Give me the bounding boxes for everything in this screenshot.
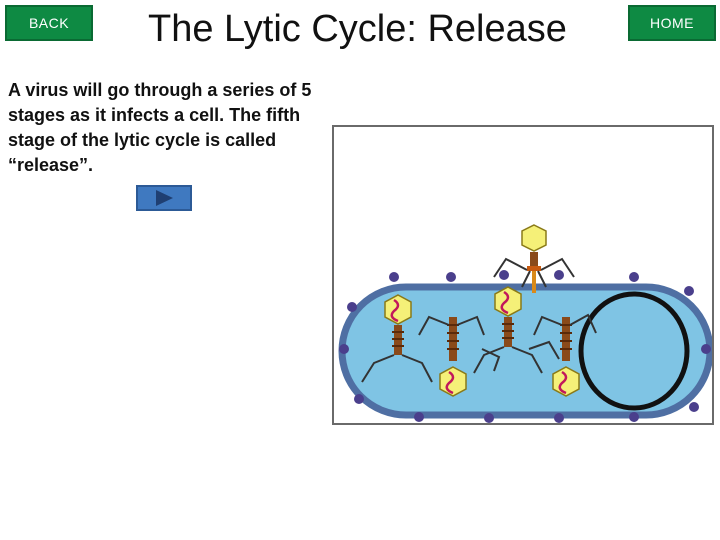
back-button[interactable]: BACK: [5, 5, 93, 41]
virus-1: [361, 294, 433, 383]
slide-title: The Lytic Cycle: Release: [148, 8, 567, 50]
membrane-proteins: [339, 270, 711, 423]
virus-3: [418, 315, 485, 397]
lytic-cycle-drawing: [338, 224, 712, 423]
play-triangle-icon: [156, 190, 173, 206]
exiting-virus: [493, 224, 575, 293]
lytic-cycle-illustration: [332, 125, 714, 425]
home-button[interactable]: HOME: [628, 5, 716, 41]
slide-description: A virus will go through a series of 5 st…: [8, 80, 312, 175]
host-chromosome: [578, 291, 690, 411]
virus-2: [473, 286, 543, 374]
play-button[interactable]: [136, 185, 192, 211]
virus-4: [533, 313, 597, 397]
